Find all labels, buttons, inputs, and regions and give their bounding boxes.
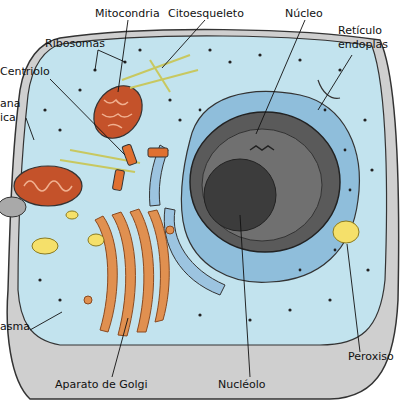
mitochondria	[14, 76, 152, 206]
leader-lines	[26, 20, 360, 377]
ribosome	[344, 149, 347, 152]
ribosome	[78, 88, 81, 91]
nucleus	[190, 112, 340, 252]
ribosome	[168, 98, 171, 101]
ribosome	[349, 189, 352, 192]
part-label: ana ica	[0, 97, 26, 125]
cristae	[102, 100, 132, 128]
ribosome	[43, 108, 46, 111]
leader-line	[162, 20, 205, 68]
mitochondrion	[84, 76, 152, 147]
ribosome	[58, 298, 61, 301]
vesicle	[66, 211, 78, 219]
ribosome	[363, 118, 366, 121]
part-label: Aparato de Golgi	[55, 378, 175, 392]
leader-line	[318, 55, 352, 110]
ribosome	[258, 53, 261, 56]
ribosome	[38, 278, 41, 281]
part-label: Nucléolo	[218, 378, 288, 392]
ribosome	[228, 60, 231, 63]
vesicles	[32, 211, 359, 254]
ribosome	[248, 318, 251, 321]
leader-line	[240, 215, 250, 377]
nuclear-envelope	[190, 112, 340, 252]
leader-line	[26, 118, 34, 140]
part-label: Citoesqueleto	[168, 7, 268, 21]
golgi-vesicle	[84, 296, 92, 304]
filament	[150, 60, 170, 92]
ribosome	[58, 128, 61, 131]
cell-body	[0, 30, 399, 399]
membrane-notch	[318, 80, 340, 98]
ribosome	[199, 109, 202, 112]
peroxisome	[333, 221, 359, 243]
ribosome	[366, 268, 369, 271]
golgi-cisterna	[148, 210, 169, 322]
ribosome	[328, 298, 331, 301]
leader-line	[98, 50, 125, 62]
part-label: Peroxiso	[348, 350, 400, 364]
er-body	[181, 91, 359, 282]
leader-line	[256, 20, 305, 134]
cristae	[24, 181, 72, 191]
ribosome	[338, 68, 341, 71]
mitochondrion	[14, 166, 82, 206]
endoplasmic-reticulum	[149, 91, 359, 295]
golgi	[84, 209, 174, 336]
ribosome	[138, 48, 141, 51]
golgi-cisterna	[130, 209, 154, 332]
ribosome	[298, 58, 301, 61]
vesicle	[88, 234, 104, 246]
ribosome	[334, 249, 337, 252]
ribosomes	[38, 48, 373, 321]
filament	[122, 55, 190, 80]
golgi-cisterna	[95, 216, 117, 332]
vesicle	[32, 238, 58, 254]
vesicle	[0, 197, 26, 217]
filament	[130, 70, 198, 88]
leader-line	[95, 50, 98, 70]
ribosome	[324, 109, 327, 112]
centriole	[112, 169, 124, 190]
part-label: asma	[0, 320, 40, 334]
cytoskeleton	[60, 55, 198, 172]
part-label: Ribosomas	[45, 37, 125, 51]
leader-line	[30, 312, 62, 330]
golgi-vesicle	[166, 226, 174, 234]
cell-outer	[7, 30, 398, 399]
nucleoplasm	[202, 129, 322, 241]
leader-line	[112, 318, 128, 377]
leader-line	[347, 244, 360, 352]
part-label: Centriolo	[0, 65, 70, 79]
ribosome	[208, 48, 211, 51]
ribosome	[299, 269, 302, 272]
ribosome	[370, 168, 373, 171]
part-label: Retículo endoplas	[338, 24, 400, 52]
part-label: Núcleo	[285, 7, 345, 21]
centriole	[148, 148, 168, 157]
filament	[60, 160, 135, 172]
centriole	[122, 144, 137, 166]
ribosome	[178, 118, 181, 121]
leader-line	[118, 20, 128, 92]
ribosome	[288, 308, 291, 311]
golgi-cisterna	[112, 212, 135, 336]
leader-line	[50, 79, 125, 155]
ribosome	[198, 313, 201, 316]
